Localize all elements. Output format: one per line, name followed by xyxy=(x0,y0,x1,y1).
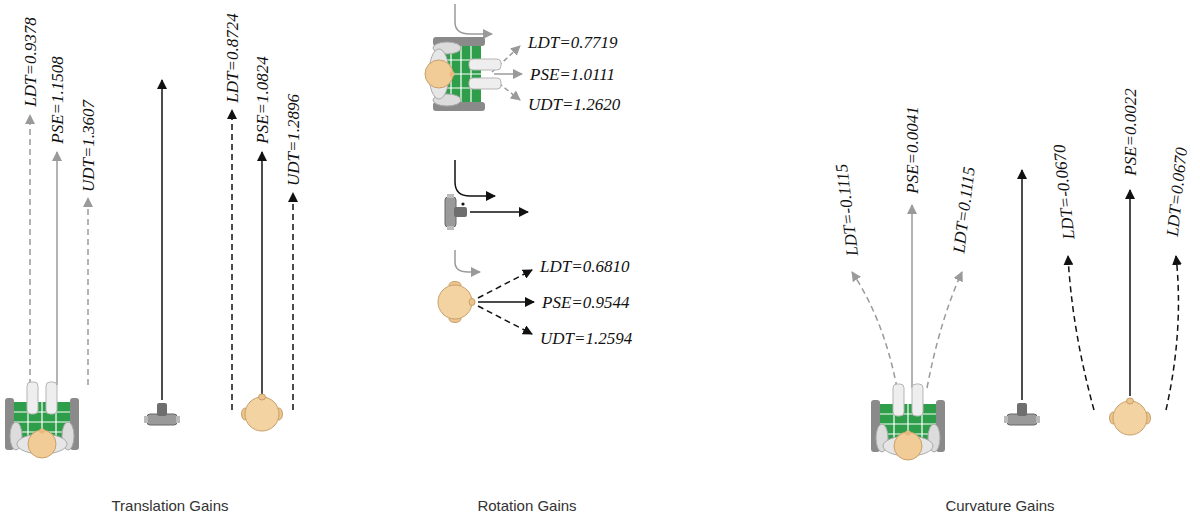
gain-value: UDT=1.2594 xyxy=(540,330,632,347)
gain-value: PSE=1.1508 xyxy=(49,56,66,144)
angle-dot xyxy=(461,202,464,205)
gain-value: PSE=0.9544 xyxy=(542,294,630,311)
gain-value: PSE=1.0111 xyxy=(530,66,615,83)
wheelchair-user xyxy=(5,382,79,458)
camera-arrow xyxy=(1021,170,1023,400)
pse-arrow xyxy=(261,152,263,396)
gain-value: LDT=0.8724 xyxy=(224,13,241,102)
gain-value: LDT=0.9378 xyxy=(22,17,39,106)
pse-arrow xyxy=(911,205,913,388)
gain-value: LDT=0.6810 xyxy=(540,258,629,275)
gain-value: UDT=1.3607 xyxy=(80,100,97,192)
ldt-arrow xyxy=(29,115,31,385)
udt-arrow xyxy=(478,306,532,334)
camera-arrow xyxy=(470,211,528,213)
turn-arrow xyxy=(455,250,480,272)
camera-icon xyxy=(1004,403,1040,425)
gain-value: LDT=0.0670 xyxy=(1164,147,1190,238)
gain-value: LDT=0.7719 xyxy=(528,34,617,51)
head-icon xyxy=(1110,398,1151,435)
udt-arrow xyxy=(292,193,294,410)
gain-value: LDT=-0.0670 xyxy=(1051,144,1078,240)
camera-icon xyxy=(445,194,467,230)
ldt-arrow xyxy=(927,272,962,388)
gain-value: PSE=1.0824 xyxy=(254,56,271,144)
gain-value: UDT=1.2896 xyxy=(285,94,302,186)
pse-arrow xyxy=(494,73,522,75)
head-icon xyxy=(242,394,283,431)
curvature-arrows xyxy=(852,170,1178,410)
gain-value: PSE=0.0041 xyxy=(904,106,921,194)
gain-value: LDT=0.1115 xyxy=(950,166,977,254)
ldt-arrow xyxy=(852,272,897,388)
turn-arrow xyxy=(455,160,495,196)
ldt-arrow xyxy=(1166,256,1178,410)
ldt-arrow xyxy=(231,110,233,410)
head-icon xyxy=(438,282,475,323)
ldt-arrow xyxy=(1068,256,1094,410)
wheelchair-user xyxy=(871,384,945,460)
gain-value: LDT=-0.1115 xyxy=(833,163,861,257)
camera-icon xyxy=(144,403,180,425)
panel-caption: Translation Gains xyxy=(112,498,229,513)
udt-arrow xyxy=(87,198,89,385)
pse-arrow xyxy=(56,152,58,385)
turn-arrow xyxy=(455,4,492,34)
wheelchair-user xyxy=(425,37,501,111)
ldt-arrow xyxy=(478,270,532,298)
panel-caption: Rotation Gains xyxy=(477,498,576,513)
camera-arrow xyxy=(161,80,163,400)
pse-arrow xyxy=(1129,190,1131,396)
gain-value: UDT=1.2620 xyxy=(528,96,620,113)
gain-value: PSE=0.0022 xyxy=(1122,88,1139,176)
pse-arrow xyxy=(478,301,534,303)
panel-caption: Curvature Gains xyxy=(945,498,1054,513)
